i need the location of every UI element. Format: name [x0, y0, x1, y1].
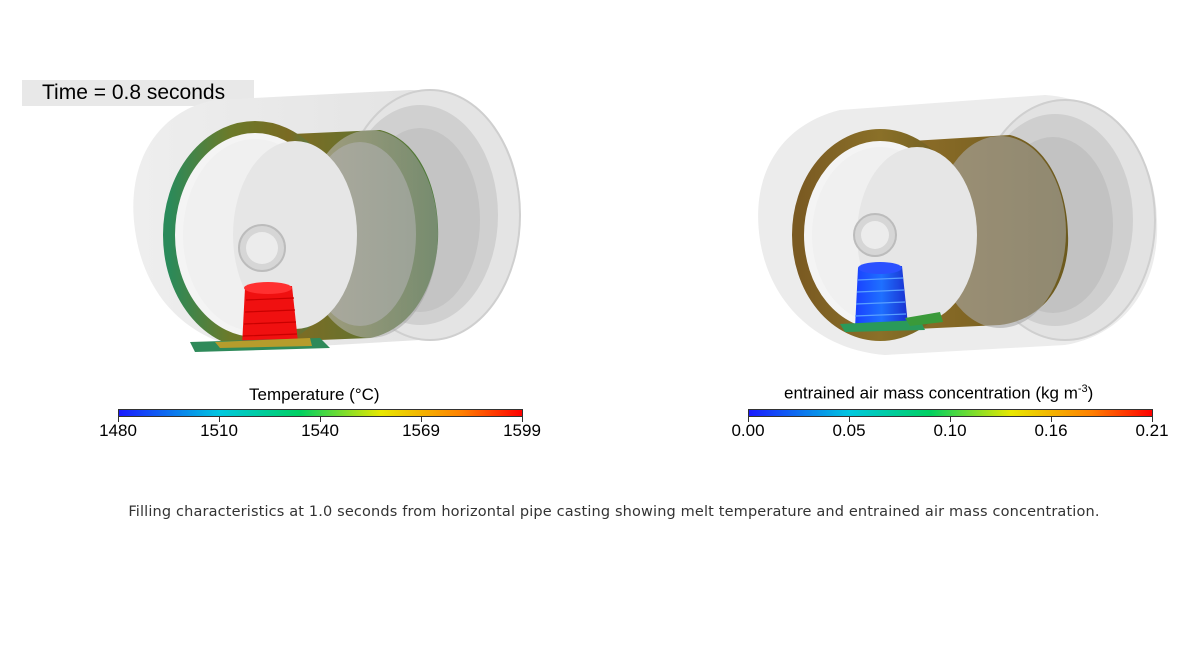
- air-concentration-tick-label: 0.00: [731, 421, 765, 440]
- front-ring: [163, 121, 357, 349]
- temperature-tick-label: 1510: [200, 421, 238, 440]
- temperature-pipe-render: [133, 89, 521, 352]
- air-concentration-tick-label: 0.10: [933, 421, 967, 440]
- temperature-colorbar: [118, 409, 523, 417]
- sprue-hole: [238, 224, 286, 272]
- air-concentration-pipe-render: [758, 95, 1158, 355]
- melt-column: [840, 262, 943, 332]
- temperature-tick-label: 1599: [503, 421, 541, 440]
- figure-caption: Filling characteristics at 1.0 seconds f…: [128, 504, 1100, 520]
- air-concentration-tick-label: 0.05: [832, 421, 866, 440]
- time-label: Time = 0.8 seconds: [22, 80, 254, 106]
- air-concentration-tick-label: 0.16: [1034, 421, 1068, 440]
- air-concentration-colorbar: [748, 409, 1153, 417]
- temperature-tick-label: 1480: [99, 421, 137, 440]
- sprue-hole: [853, 213, 897, 257]
- air-concentration-tick-label: 0.21: [1135, 421, 1169, 440]
- temperature-legend-title: Temperature (°C): [249, 385, 380, 404]
- temperature-tick-label: 1540: [301, 421, 339, 440]
- temperature-tick-label: 1569: [402, 421, 440, 440]
- melt-column: [190, 282, 330, 352]
- air-concentration-legend-title: entrained air mass concentration (kg m-3…: [784, 383, 1094, 403]
